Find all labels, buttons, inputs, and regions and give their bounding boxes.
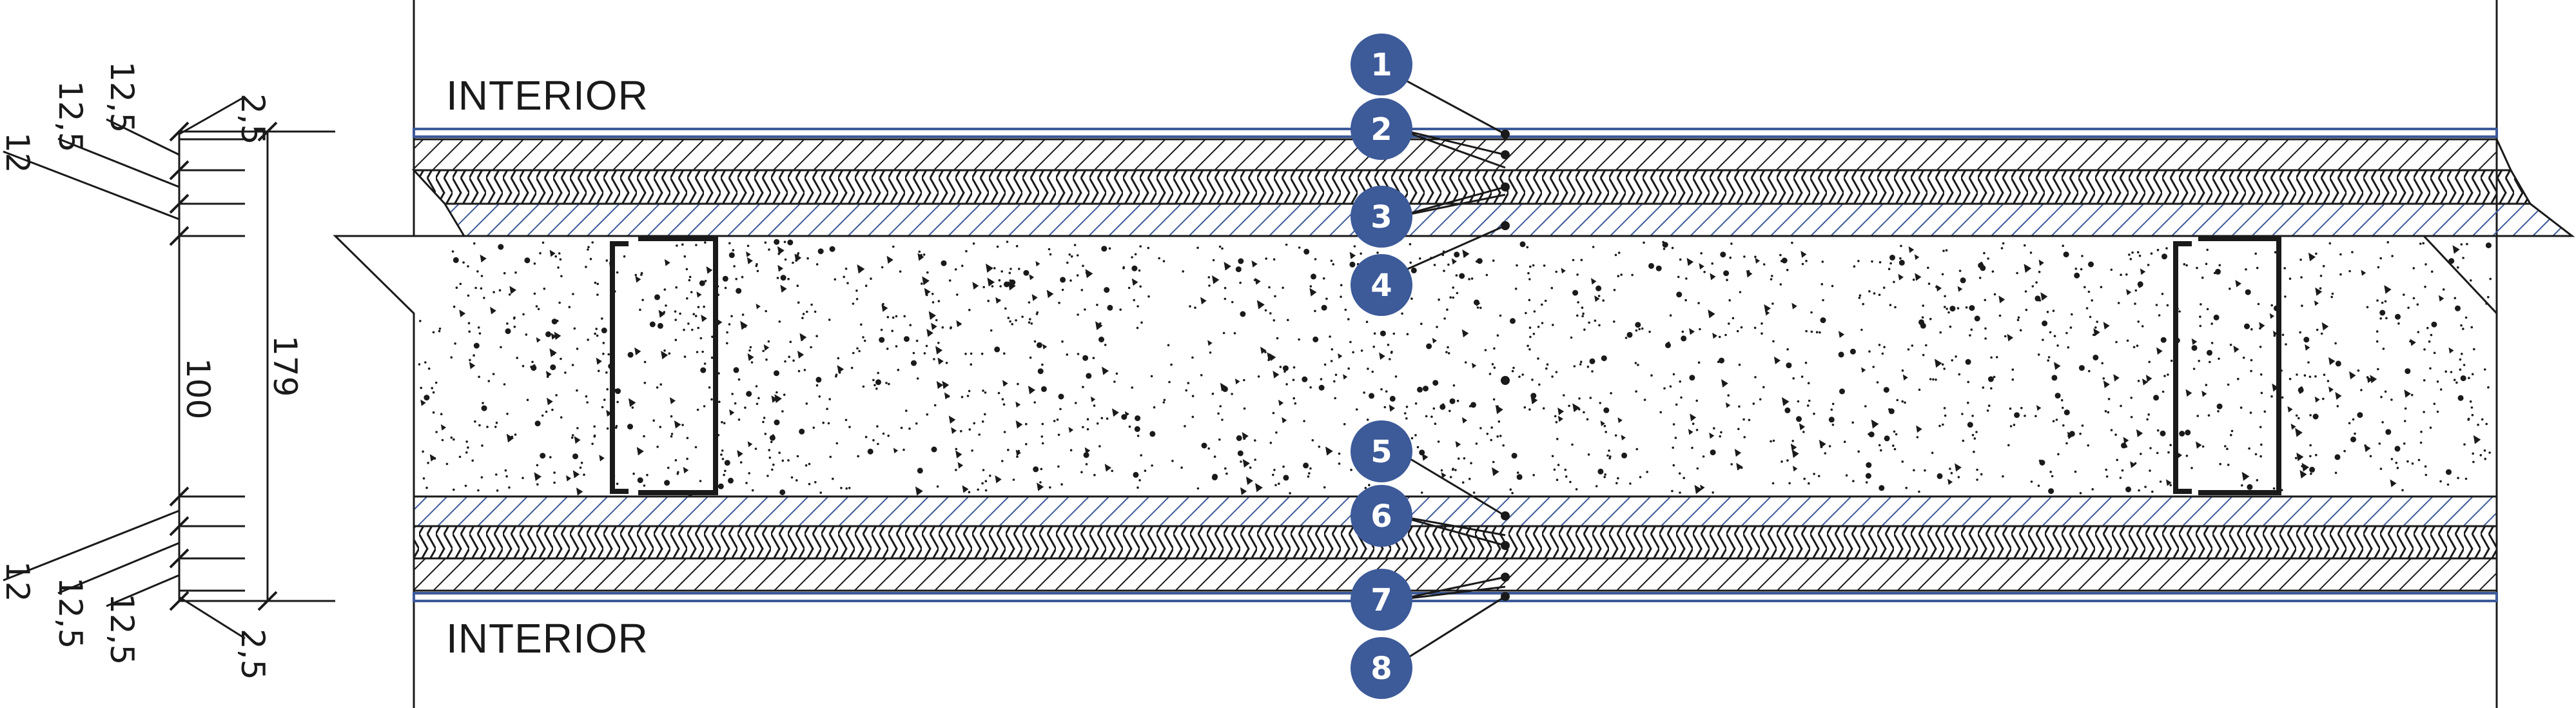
callout-3-number: 3	[1371, 199, 1392, 235]
bottom-board-layer-1	[413, 495, 2498, 527]
callout-1: 1	[1351, 34, 1412, 95]
callout-4-number: 4	[1371, 268, 1392, 304]
interior-top-label: INTERIOR	[446, 72, 649, 119]
bottom-board-layer-3	[413, 557, 2498, 592]
dim-top-12-5-b: 12,5	[52, 81, 89, 152]
top-board-layer-2	[411, 169, 2532, 205]
dim-top-12-5-a: 12,5	[103, 61, 141, 133]
callout-7: 7	[1351, 569, 1412, 631]
top-board-layer-3	[443, 202, 2575, 237]
callout-5: 5	[1351, 420, 1412, 482]
steel-stud-right	[2173, 236, 2281, 495]
dim-bottom-12: 12	[0, 561, 36, 602]
callout-leaders	[1397, 75, 1506, 665]
callout-2: 2	[1351, 98, 1412, 160]
callout-8: 8	[1351, 637, 1412, 699]
dim-core-100: 100	[179, 358, 217, 419]
callout-1-number: 1	[1371, 47, 1392, 83]
top-finish-layer	[413, 128, 2498, 138]
dim-top-12: 12	[0, 132, 36, 173]
dim-top-2-5: 2,5	[234, 93, 271, 145]
insulation-speckles	[418, 239, 2492, 498]
callout-2-number: 2	[1371, 112, 1392, 148]
callout-7-number: 7	[1371, 582, 1392, 618]
dim-bottom-12-5-a: 12,5	[52, 577, 89, 649]
insulation-core	[333, 235, 2498, 498]
callout-leader-dots	[1501, 130, 1510, 601]
dim-bottom-12-5-b: 12,5	[103, 593, 141, 665]
dim-bottom-2-5: 2,5	[234, 629, 271, 680]
callout-8-number: 8	[1371, 651, 1392, 687]
callout-6: 6	[1351, 485, 1412, 547]
bottom-finish-layer	[413, 592, 2498, 602]
dimension-lines	[3, 95, 335, 640]
callout-5-number: 5	[1371, 434, 1392, 470]
callout-4: 4	[1351, 254, 1412, 316]
callout-3: 3	[1351, 186, 1412, 248]
steel-stud-left	[610, 236, 718, 495]
callout-6-number: 6	[1371, 498, 1392, 535]
top-board-layer-1	[413, 138, 2513, 172]
dim-total-179: 179	[266, 335, 304, 397]
interior-bottom-label: INTERIOR	[446, 615, 649, 662]
